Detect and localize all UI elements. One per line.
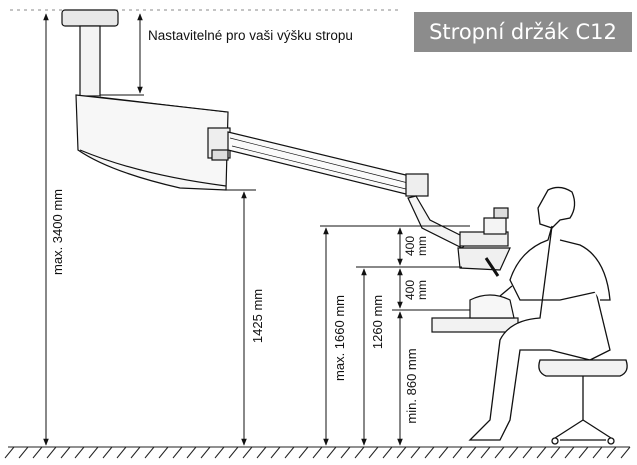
label-arm-height: 1425 mm <box>250 289 265 343</box>
floor-hatch-mark <box>536 446 547 459</box>
floor-hatch-mark <box>186 446 197 459</box>
floor-hatch-mark <box>130 446 141 459</box>
floor-hatch-mark <box>452 446 463 459</box>
floor-hatch-mark <box>4 446 15 459</box>
floor-hatch-mark <box>354 446 365 459</box>
floor-hatch-mark <box>32 446 43 459</box>
floor-hatch-mark <box>214 446 225 459</box>
floor-hatch-mark <box>480 446 491 459</box>
label-upper-range-unit: mm <box>415 236 429 256</box>
floor-hatch-mark <box>368 446 379 459</box>
label-upper-range-value: 400 <box>403 236 417 256</box>
floor-hatch-mark <box>438 446 449 459</box>
label-lower-range-unit: mm <box>415 280 429 300</box>
floor-hatch-mark <box>200 446 211 459</box>
floor-hatch-mark <box>284 446 295 459</box>
floor-hatch-mark <box>424 446 435 459</box>
adjustable-height-note: Nastavitelné pro vaši výšku stropu <box>148 28 353 43</box>
floor-hatch-mark <box>466 446 477 459</box>
floor-hatch-mark <box>158 446 169 459</box>
floor-hatch-mark <box>578 446 589 459</box>
floor-hatch-mark <box>326 446 337 459</box>
floor-hatch-mark <box>102 446 113 459</box>
floor-hatch-mark <box>508 446 519 459</box>
floor-hatch-mark <box>88 446 99 459</box>
floor-hatch-mark <box>256 446 267 459</box>
label-min-table: min. 860 mm <box>404 348 419 423</box>
floor-hatch-mark <box>46 446 57 459</box>
floor-hatch-mark <box>592 446 603 459</box>
floor-hatch-mark <box>298 446 309 459</box>
floor-hatch-mark <box>144 446 155 459</box>
label-max-ocular: max. 1660 mm <box>332 295 347 381</box>
floor-hatch-mark <box>396 446 407 459</box>
table <box>431 294 519 333</box>
floor-hatch-mark <box>382 446 393 459</box>
floor-hatch-mark <box>522 446 533 459</box>
label-eye-height: 1260 mm <box>370 295 385 349</box>
stool <box>538 359 628 445</box>
floor-hatch-mark <box>116 446 127 459</box>
floor-hatch-mark <box>550 446 561 459</box>
floor-hatch-mark <box>340 446 351 459</box>
floor-hatch-mark <box>564 446 575 459</box>
swing-arm <box>207 127 472 249</box>
ceiling-mount <box>61 9 229 191</box>
floor-hatch-mark <box>620 446 631 459</box>
floor-hatch-mark <box>606 446 617 459</box>
floor-hatch-mark <box>242 446 253 459</box>
floor-hatch-mark <box>228 446 239 459</box>
title-badge: Stropní držák C12 <box>414 12 632 52</box>
floor-hatch <box>4 446 631 459</box>
label-max-height: max. 3400 mm <box>50 189 65 275</box>
floor-hatch-mark <box>172 446 183 459</box>
floor-hatch-mark <box>410 446 421 459</box>
seated-operator <box>468 186 611 441</box>
floor-hatch-mark <box>270 446 281 459</box>
floor-hatch-mark <box>74 446 85 459</box>
floor-hatch-mark <box>312 446 323 459</box>
floor-hatch-mark <box>494 446 505 459</box>
label-lower-range-value: 400 <box>403 280 417 300</box>
floor-hatch-mark <box>60 446 71 459</box>
microscope <box>457 207 511 277</box>
floor-hatch-mark <box>18 446 29 459</box>
